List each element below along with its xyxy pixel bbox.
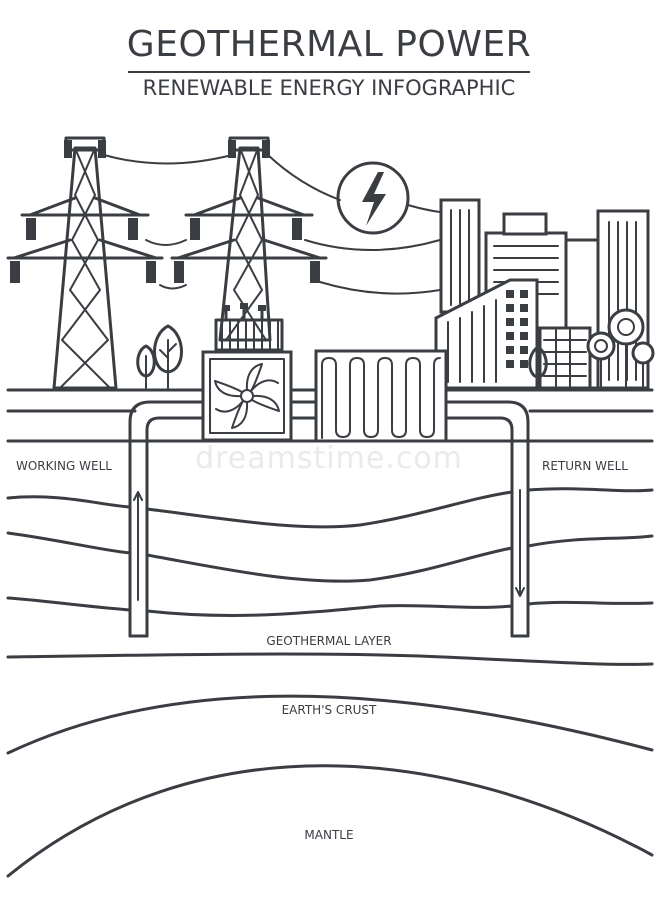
well-pipes xyxy=(128,400,530,638)
geothermal-layer-label: GEOTHERMAL LAYER xyxy=(266,634,392,648)
transmission-tower-right xyxy=(170,136,328,342)
earths-crust-label: EARTH'S CRUST xyxy=(281,703,377,717)
earth-layers xyxy=(6,487,654,878)
fan-icon xyxy=(201,350,293,442)
subtitle: RENEWABLE ENERGY INFOGRAPHIC xyxy=(142,76,516,100)
return-well-label: RETURN WELL xyxy=(542,459,628,473)
transmission-tower-left xyxy=(6,136,164,390)
city-skyline xyxy=(434,198,650,390)
title: GEOTHERMAL POWER xyxy=(126,24,532,65)
title-rule xyxy=(128,71,530,73)
transformer xyxy=(214,303,284,352)
heat-exchanger-icon xyxy=(314,349,448,443)
watermark: dreamstime.com xyxy=(195,441,463,476)
tree-icon xyxy=(136,308,655,389)
working-well-label: WORKING WELL xyxy=(16,459,112,473)
mantle-label: MANTLE xyxy=(304,828,354,842)
power-lines xyxy=(103,154,441,295)
lightning-bolt-icon xyxy=(336,161,410,235)
